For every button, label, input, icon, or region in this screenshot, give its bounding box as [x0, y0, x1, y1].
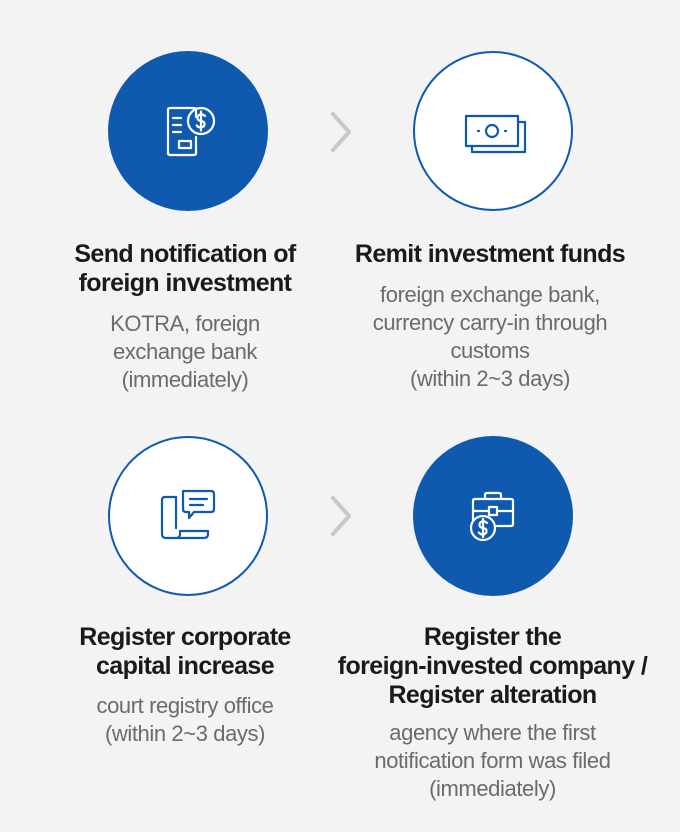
step-1-circle: [108, 51, 268, 211]
step-3-description: court registry office (within 2~3 days): [30, 692, 340, 748]
arrow-right-icon: [331, 496, 351, 536]
step-3-title: Register corporate capital increase: [30, 623, 340, 681]
step-4-title-line-2: foreign-invested company /: [337, 652, 648, 680]
step-2-desc-line-2: currency carry-in through: [372, 310, 608, 335]
step-4-circle: [413, 436, 573, 596]
step-3-desc-line-1: court registry office: [96, 693, 274, 718]
step-1-desc-line-2: exchange bank: [112, 339, 258, 364]
step-4-title-line-3: Register alteration: [388, 681, 597, 709]
step-4-desc-line-2: notification form was filed: [374, 748, 611, 773]
step-4-title-line-1: Register the: [423, 623, 562, 651]
step-2-title: Remit investment funds: [335, 240, 645, 269]
briefcase-dollar-icon: [469, 491, 515, 542]
money-bills-icon: [464, 114, 527, 154]
step-1-description: KOTRA, foreign exchange bank (immediatel…: [30, 310, 340, 394]
document-dollar-icon: [166, 106, 216, 157]
step-3-circle: [108, 436, 268, 596]
step-3-title-line-2: capital increase: [95, 652, 275, 680]
step-1-title-line-2: foreign investment: [78, 269, 292, 297]
arrow-right-icon: [331, 112, 351, 152]
step-1-desc-line-3: (immediately): [121, 367, 249, 392]
step-4-description: agency where the first notification form…: [320, 719, 665, 803]
step-2-title-line-1: Remit investment funds: [354, 240, 626, 268]
step-4-desc-line-3: (immediately): [429, 776, 556, 801]
step-3-title-line-1: Register corporate: [79, 623, 291, 651]
step-2-desc-line-3: customs: [450, 338, 530, 363]
step-1-title: Send notification of foreign investment: [30, 240, 340, 298]
step-4-desc-line-1: agency where the first: [389, 720, 596, 745]
step-2-desc-line-4: (within 2~3 days): [409, 366, 571, 391]
step-4-title: Register the foreign-invested company / …: [320, 623, 665, 710]
step-2-description: foreign exchange bank, currency carry-in…: [335, 281, 645, 393]
scroll-chat-icon: [160, 489, 216, 540]
step-1-title-line-1: Send notification of: [74, 240, 296, 268]
step-2-circle: [413, 51, 573, 211]
step-3-desc-line-2: (within 2~3 days): [104, 721, 266, 746]
step-2-desc-line-1: foreign exchange bank,: [380, 282, 600, 307]
step-1-desc-line-1: KOTRA, foreign: [110, 311, 260, 336]
